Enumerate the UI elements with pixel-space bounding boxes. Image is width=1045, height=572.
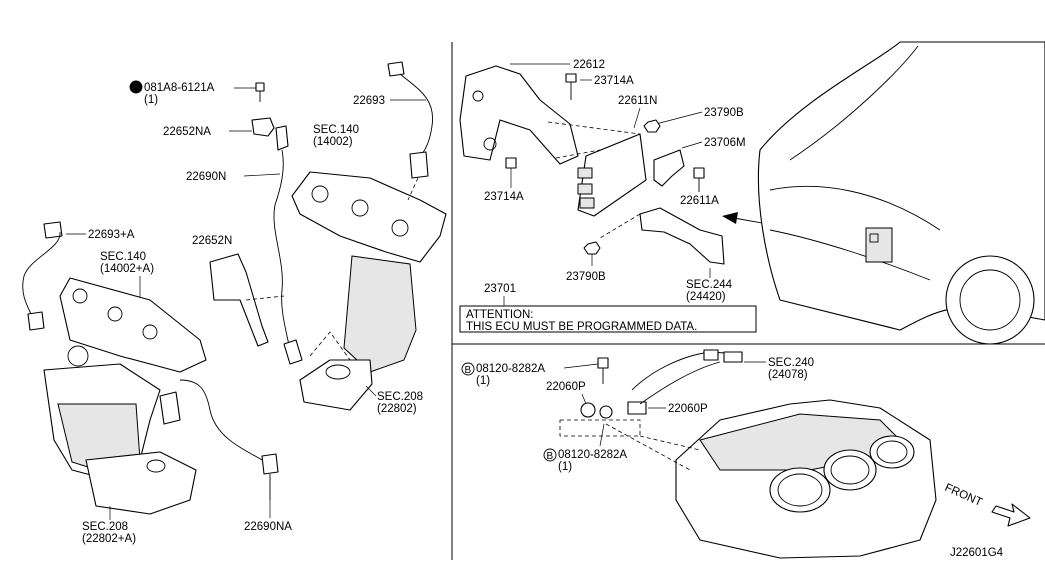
part-23706m-label: 23706M: [704, 137, 746, 149]
part-22693a-label: 22693+A: [88, 229, 135, 241]
sec140-a-ref: (14002): [313, 136, 353, 148]
diagram-id: J22601G4: [950, 547, 1004, 559]
part-23714a-top-label: 23714A: [594, 75, 634, 87]
attention-title: ATTENTION:: [466, 309, 534, 321]
attention-box: [459, 305, 757, 333]
front-label: FRONT: [943, 482, 984, 509]
bolt-08120-bottom-qty: (1): [558, 461, 572, 473]
bolt-08120-top: B 08120-8282A (1): [461, 357, 609, 387]
sec208-b-ref: (22802+A): [82, 533, 136, 545]
bolt-08120-bottom: B 08120-8282A (1): [543, 423, 627, 473]
part-22611a-label: 22611A: [680, 195, 719, 207]
part-22690n-label: 22690N: [186, 171, 226, 183]
nut-23790b-bottom: 23790B: [566, 241, 606, 283]
part-22612-label: 22612: [573, 59, 605, 71]
circled-b-marker-2: B: [465, 365, 472, 376]
part-23714a-left-label: 23714A: [484, 191, 524, 203]
bolt-081a8: B 081A8-6121A (1): [129, 80, 265, 106]
harness-sec240: SEC.240 (24078): [631, 349, 814, 405]
front-indicator: FRONT: [943, 482, 1031, 527]
bolt-08120-top-qty: (1): [476, 375, 490, 387]
sec140-b-label: SEC.140: [100, 251, 146, 263]
sec244-ref: (24420): [686, 291, 726, 303]
circled-b-marker: B: [133, 83, 140, 94]
part-23790b-bottom-label: 23790B: [566, 271, 606, 283]
part-22690na-label: 22690NA: [244, 521, 292, 533]
bracket-23706m: 23706M: [653, 137, 746, 187]
ecu-bracket-22612: 22612: [459, 59, 605, 165]
bolt-08120-top-label: 08120-8282A: [476, 363, 545, 375]
ecu-22611n: 22611N: [547, 95, 657, 217]
part-22060p-b-label: 22060P: [668, 403, 708, 415]
sec244-label: SEC.244: [686, 279, 733, 291]
catalyst-left: [43, 363, 263, 515]
sensor-22693a: 22693+A: [22, 221, 135, 331]
sec140-a-label: SEC.140: [313, 124, 359, 136]
sensor-22693: 22693: [353, 61, 434, 201]
sensor-22690na: 22690NA: [244, 453, 292, 533]
part-22693-label: 22693: [353, 95, 385, 107]
sec208-a-ref: (22802): [377, 403, 417, 415]
sec208-b-label: SEC.208: [82, 521, 128, 533]
sec208-22802a: SEC.208 (22802+A): [82, 506, 136, 545]
sensor-22690n: 22690N: [186, 149, 303, 365]
manifold-14002: SEC.140 (14002): [291, 124, 447, 411]
bolt-081a8-qty: (1): [144, 94, 158, 106]
bolt-23714a-top: 23714A: [565, 73, 634, 100]
part-23790b-top-label: 23790B: [704, 107, 744, 119]
part-22652na-label: 22652NA: [163, 126, 211, 138]
knock-sensor-22060p-b: 22060P: [627, 401, 708, 415]
nut-23790b-top: 23790B: [643, 107, 744, 133]
car-front-illustration: [757, 41, 1045, 345]
sec208-a-label: SEC.208: [377, 391, 423, 403]
manifold-14002a: SEC.140 (14002+A): [59, 251, 207, 373]
part-22652n-label: 22652N: [192, 235, 232, 247]
bracket-22652n: 22652N: [192, 235, 285, 347]
attention-label-23701: 23701 ATTENTION: THIS ECU MUST BE PROGRA…: [459, 283, 757, 333]
bolt-23714a-left: 23714A: [484, 157, 524, 203]
bolt-081a8-label: 081A8-6121A: [144, 82, 215, 94]
bracket-22652na: 22652NA: [163, 117, 289, 151]
attention-body: THIS ECU MUST BE PROGRAMMED DATA.: [466, 321, 697, 333]
sec240-ref: (24078): [768, 369, 808, 381]
part-22611n-label: 22611N: [618, 95, 657, 107]
knock-sensor-22060p-a: 22060P: [546, 381, 641, 437]
bolt-08120-bottom-label: 08120-8282A: [558, 449, 627, 461]
bolt-22611a: 22611A: [680, 167, 719, 207]
sec208-22802: SEC.208 (22802): [365, 385, 423, 415]
sec240-label: SEC.240: [768, 357, 814, 369]
part-23701-label: 23701: [484, 283, 516, 295]
harness-sec244: SEC.244 (24420): [599, 207, 733, 303]
circled-b-marker-3: B: [547, 451, 554, 462]
part-22060p-a-label: 22060P: [546, 381, 586, 393]
sec140-b-ref: (14002+A): [100, 263, 154, 275]
engine-block: [605, 399, 937, 559]
front-arrow-icon: [991, 503, 1031, 527]
